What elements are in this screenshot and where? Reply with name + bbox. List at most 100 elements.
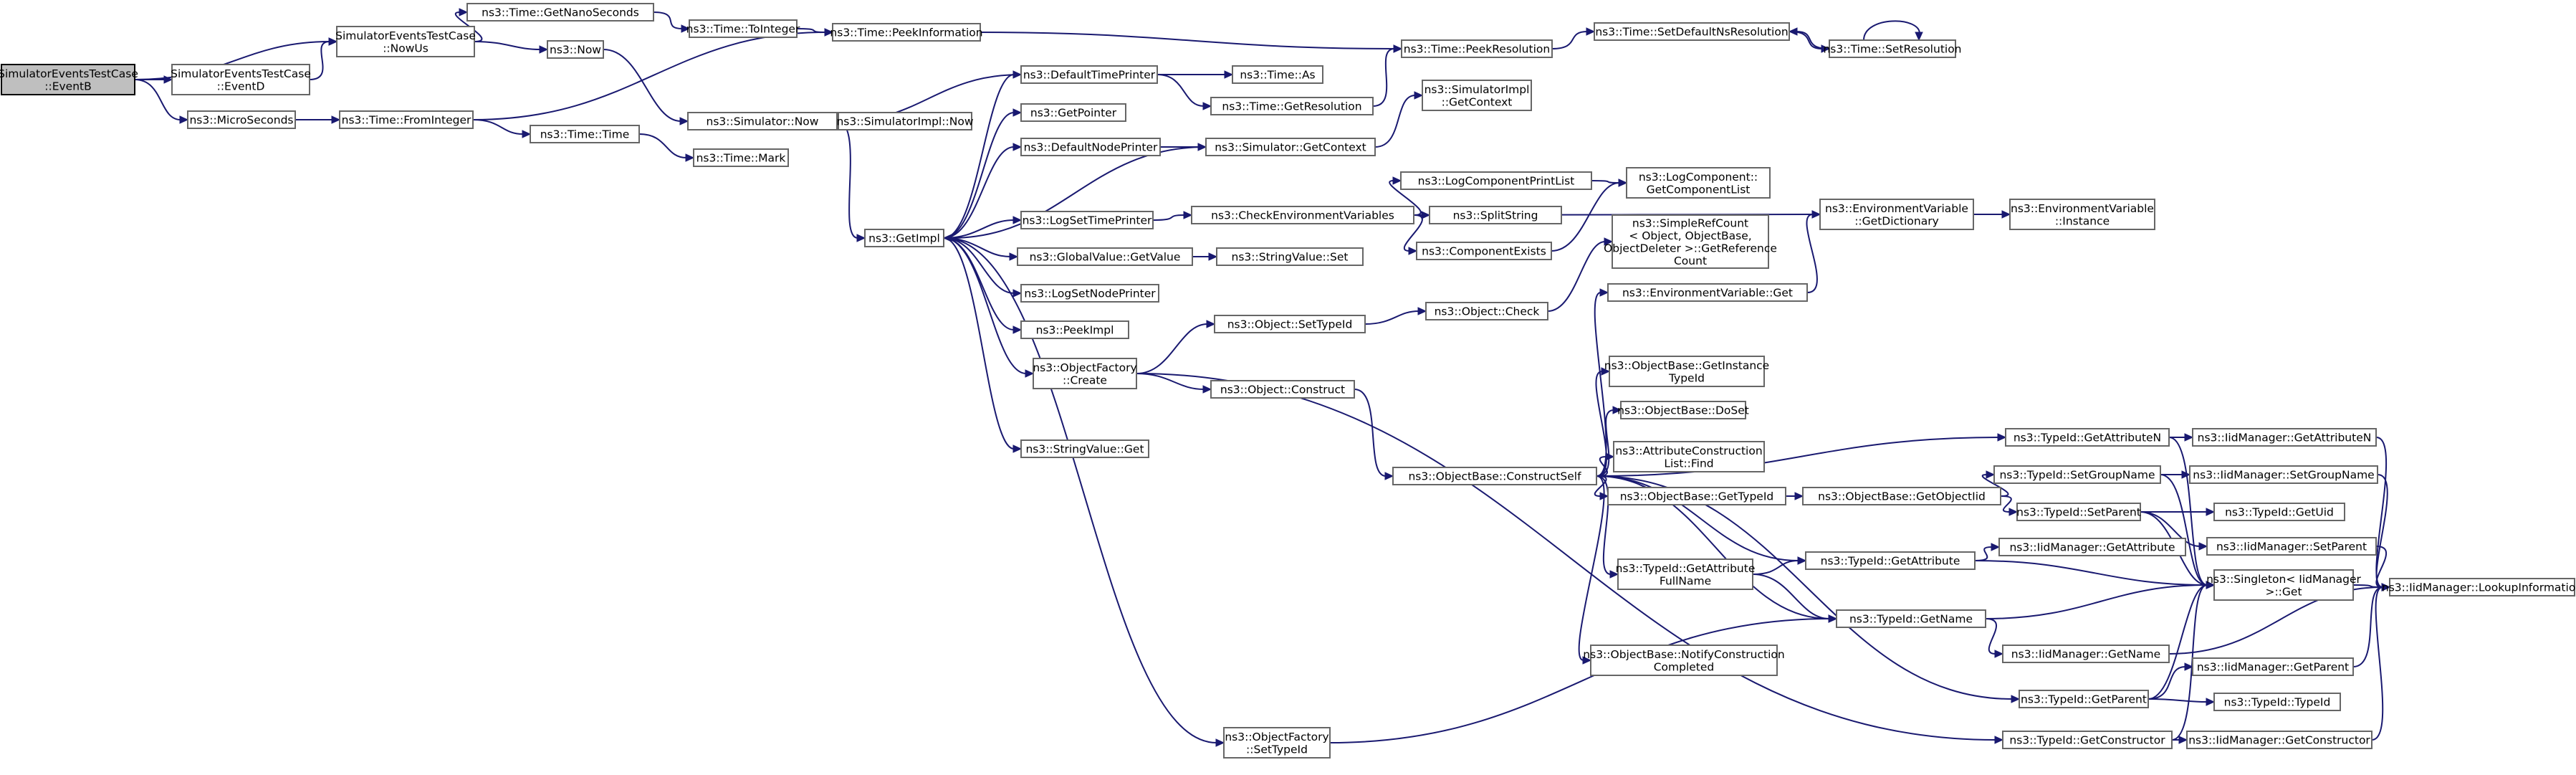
node-now-us[interactable]: SimulatorEventsTestCase::NowUs bbox=[335, 26, 476, 57]
node-get-nano-seconds[interactable]: ns3::Time::GetNanoSeconds bbox=[466, 3, 654, 22]
node-label: ns3::EnvironmentVariable bbox=[2011, 202, 2154, 215]
node-log-set-time-printer[interactable]: ns3::LogSetTimePrinter bbox=[1020, 211, 1154, 229]
node-from-integer[interactable]: ns3::Time::FromInteger bbox=[339, 110, 474, 129]
node-label: ns3::DefaultNodePrinter bbox=[1024, 141, 1158, 154]
node-box bbox=[547, 40, 604, 59]
edge-get-impl-to-string-value-get-arrowhead bbox=[1012, 444, 1023, 453]
node-label: ns3::Time::Mark bbox=[696, 152, 786, 165]
node-label: ns3::Time::SetResolution bbox=[1823, 43, 1961, 56]
node-time-as[interactable]: ns3::Time::As bbox=[1232, 65, 1323, 84]
node-simple-ref-count[interactable]: ns3::SimpleRefCount< Object, ObjectBase,… bbox=[1604, 214, 1777, 269]
edge-time-to-mark bbox=[638, 133, 687, 158]
edge-get-impl-to-default-node-printer-arrowhead bbox=[1012, 143, 1023, 151]
node-sim-get-context[interactable]: ns3::Simulator::GetContext bbox=[1205, 138, 1376, 156]
node-label: ns3::Time::PeekInformation bbox=[830, 27, 982, 39]
node-sim-impl-now[interactable]: ns3::SimulatorImpl::Now bbox=[836, 112, 974, 130]
node-box bbox=[2002, 731, 2173, 749]
node-set-default-ns-resolution[interactable]: ns3::Time::SetDefaultNsResolution bbox=[1594, 22, 1790, 41]
edge-log-component-print-list-to-log-component-get-list bbox=[1591, 180, 1620, 184]
node-get-resolution[interactable]: ns3::Time::GetResolution bbox=[1210, 97, 1374, 115]
node-time[interactable]: ns3::Time::Time bbox=[530, 125, 640, 143]
node-mark[interactable]: ns3::Time::Mark bbox=[693, 148, 789, 167]
node-notify-construction[interactable]: ns3::ObjectBase::NotifyConstructionCompl… bbox=[1583, 645, 1785, 676]
node-box bbox=[2213, 503, 2345, 521]
node-type-id-get-parent[interactable]: ns3::TypeId::GetParent bbox=[2019, 690, 2149, 708]
node-get-impl[interactable]: ns3::GetImpl bbox=[864, 229, 944, 247]
edge-peek-resolution-to-set-default-ns-resolution bbox=[1551, 31, 1588, 49]
node-set-resolution[interactable]: ns3::Time::SetResolution bbox=[1823, 39, 1962, 58]
node-iid-get-attribute-n[interactable]: ns3::IidManager::GetAttributeN bbox=[2192, 428, 2377, 447]
node-iid-get-parent[interactable]: ns3::IidManager::GetParent bbox=[2192, 657, 2354, 676]
node-label: ns3::IidManager::GetName bbox=[2011, 648, 2160, 661]
node-string-value-set[interactable]: ns3::StringValue::Set bbox=[1216, 247, 1364, 266]
node-component-exists[interactable]: ns3::ComponentExists bbox=[1416, 242, 1552, 260]
node-get-object-iid[interactable]: ns3::ObjectBase::GetObjectIid bbox=[1802, 487, 2001, 505]
node-default-time-printer[interactable]: ns3::DefaultTimePrinter bbox=[1020, 65, 1158, 84]
node-do-set[interactable]: ns3::ObjectBase::DoSet bbox=[1617, 401, 1749, 419]
node-iid-get-name[interactable]: ns3::IidManager::GetName bbox=[2002, 645, 2170, 663]
node-to-integer[interactable]: ns3::Time::ToInteger bbox=[686, 19, 800, 38]
node-peek-impl[interactable]: ns3::PeekImpl bbox=[1020, 320, 1129, 339]
node-type-id-type-id[interactable]: ns3::TypeId::TypeId bbox=[2213, 693, 2341, 711]
node-type-id-set-group-name[interactable]: ns3::TypeId::SetGroupName bbox=[1993, 465, 2161, 484]
node-iid-get-constructor[interactable]: ns3::IidManager::GetConstructor bbox=[2186, 731, 2372, 749]
node-construct-self[interactable]: ns3::ObjectBase::ConstructSelf bbox=[1392, 467, 1597, 485]
node-log-set-node-printer[interactable]: ns3::LogSetNodePrinter bbox=[1020, 284, 1159, 303]
node-object-base-get-type-id[interactable]: ns3::ObjectBase::GetTypeId bbox=[1607, 487, 1786, 505]
node-env-var-get[interactable]: ns3::EnvironmentVariable::Get bbox=[1607, 283, 1808, 302]
node-get-pointer[interactable]: ns3::GetPointer bbox=[1020, 103, 1126, 122]
node-log-component-get-list[interactable]: ns3::LogComponent::GetComponentList bbox=[1626, 167, 1771, 199]
node-type-id-get-uid[interactable]: ns3::TypeId::GetUid bbox=[2213, 503, 2345, 521]
node-root[interactable]: SimulatorEventsTestCase::EventB bbox=[0, 64, 138, 95]
node-iid-lookup-information[interactable]: ns3::IidManager::LookupInformation bbox=[2382, 578, 2576, 596]
node-type-id-get-constructor[interactable]: ns3::TypeId::GetConstructor bbox=[2002, 731, 2173, 749]
edge-object-set-type-id-to-object-check-arrowhead bbox=[1417, 307, 1427, 315]
node-split-string[interactable]: ns3::SplitString bbox=[1429, 206, 1562, 224]
node-check-env-vars[interactable]: ns3::CheckEnvironmentVariables bbox=[1191, 206, 1414, 224]
node-label: ns3::Now bbox=[550, 44, 601, 57]
node-event-d[interactable]: SimulatorEventsTestCase::EventD bbox=[171, 64, 311, 95]
node-type-id-get-name[interactable]: ns3::TypeId::GetName bbox=[1836, 609, 1986, 628]
node-micro-seconds[interactable]: ns3::MicroSeconds bbox=[187, 110, 296, 129]
node-box bbox=[2213, 693, 2341, 711]
node-log-component-print-list[interactable]: ns3::LogComponentPrintList bbox=[1400, 171, 1592, 190]
node-iid-set-parent[interactable]: ns3::IidManager::SetParent bbox=[2206, 537, 2377, 556]
node-env-var-get-dictionary[interactable]: ns3::EnvironmentVariable::GetDictionary bbox=[1819, 199, 1974, 230]
node-object-factory-create[interactable]: ns3::ObjectFactory::Create bbox=[1033, 358, 1137, 389]
node-type-id-get-attribute-n[interactable]: ns3::TypeId::GetAttributeN bbox=[2005, 428, 2170, 447]
edge-component-exists-to-log-component-get-list-arrowhead bbox=[1618, 179, 1628, 187]
node-object-factory-set-type-id[interactable]: ns3::ObjectFactory::SetTypeId bbox=[1223, 727, 1331, 759]
node-string-value-get[interactable]: ns3::StringValue::Get bbox=[1020, 439, 1149, 458]
node-object-construct[interactable]: ns3::Object::Construct bbox=[1210, 380, 1355, 399]
node-now[interactable]: ns3::Now bbox=[547, 40, 604, 59]
edge-env-var-get-to-env-var-get-dictionary-arrowhead bbox=[1811, 210, 1821, 219]
edge-construct-self-to-type-id-get-name bbox=[1596, 475, 1830, 619]
node-peek-resolution[interactable]: ns3::Time::PeekResolution bbox=[1401, 39, 1553, 58]
node-box bbox=[2192, 428, 2377, 447]
node-default-node-printer[interactable]: ns3::DefaultNodePrinter bbox=[1020, 138, 1161, 156]
node-box bbox=[1422, 80, 1532, 111]
edge-get-impl-to-string-value-get bbox=[943, 237, 1015, 450]
node-label: SimulatorEventsTestCase bbox=[0, 67, 138, 80]
edge-singleton-get-to-iid-lookup-information bbox=[2352, 584, 2383, 588]
edge-type-id-set-parent-to-type-id-get-uid-arrowhead bbox=[2206, 508, 2216, 516]
node-label: Completed bbox=[1654, 660, 1715, 673]
node-sim-now[interactable]: ns3::Simulator::Now bbox=[687, 112, 838, 130]
node-singleton-get[interactable]: ns3::Singleton< IidManager >::Get bbox=[2206, 569, 2362, 601]
node-type-id-get-attribute[interactable]: ns3::TypeId::GetAttribute bbox=[1805, 551, 1976, 570]
node-env-var-instance[interactable]: ns3::EnvironmentVariable::Instance bbox=[2009, 199, 2155, 230]
node-iid-get-attribute[interactable]: ns3::IidManager::GetAttribute bbox=[1998, 538, 2186, 556]
node-object-check[interactable]: ns3::Object::Check bbox=[1425, 302, 1548, 320]
edge-get-attribute-full-name-to-type-id-get-attribute-arrowhead bbox=[1797, 556, 1807, 565]
node-label: GetComponentList bbox=[1647, 183, 1751, 196]
node-peek-information[interactable]: ns3::Time::PeekInformation bbox=[830, 23, 983, 42]
node-type-id-set-parent[interactable]: ns3::TypeId::SetParent bbox=[2016, 503, 2141, 521]
node-global-value-get-value[interactable]: ns3::GlobalValue::GetValue bbox=[1017, 247, 1193, 266]
node-label: TypeId bbox=[1668, 371, 1705, 384]
node-iid-set-group-name[interactable]: ns3::IidManager::SetGroupName bbox=[2189, 465, 2378, 484]
node-sim-impl-get-context[interactable]: ns3::SimulatorImpl::GetContext bbox=[1422, 80, 1532, 111]
node-object-set-type-id[interactable]: ns3::Object::SetTypeId bbox=[1214, 315, 1366, 333]
